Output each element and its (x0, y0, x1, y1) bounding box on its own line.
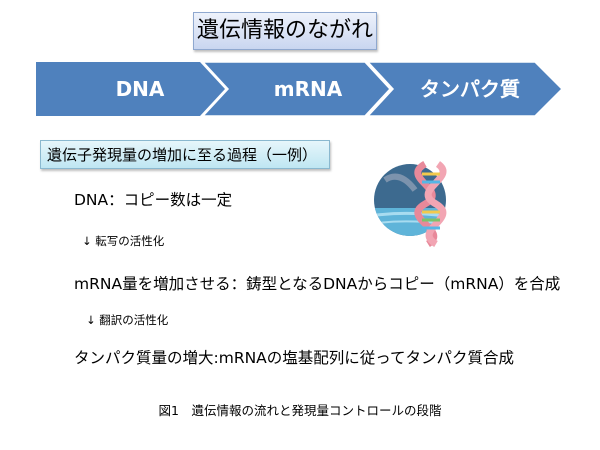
dna-helix-icon (374, 160, 447, 248)
flow-chevrons (36, 61, 564, 117)
translation-step: ↓ 翻訳の活性化 (86, 313, 169, 327)
mrna-line: mRNA量を増加させる：鋳型となるDNAからコピー（mRNA）を合成 (74, 275, 561, 293)
chevron-protein (366, 61, 564, 117)
chevron-dna (36, 62, 225, 116)
process-subtitle: 遺伝子発現量の増加に至る過程（一例） (40, 140, 330, 169)
diagram-title: 遺伝情報のながれ (193, 12, 377, 50)
protein-line: タンパク質量の増大:mRNAの塩基配列に従ってタンパク質合成 (74, 349, 515, 367)
figure-caption: 図1 遺伝情報の流れと発現量コントロールの段階 (158, 403, 442, 418)
flow-step-protein: タンパク質 (420, 77, 520, 101)
dna-line: DNA：コピー数は一定 (74, 191, 233, 209)
chevron-mrna (201, 61, 392, 117)
transcription-step: ↓ 転写の活性化 (82, 234, 165, 248)
flow-step-mrna: mRNA (273, 77, 343, 101)
flow-step-dna: DNA (115, 77, 165, 101)
